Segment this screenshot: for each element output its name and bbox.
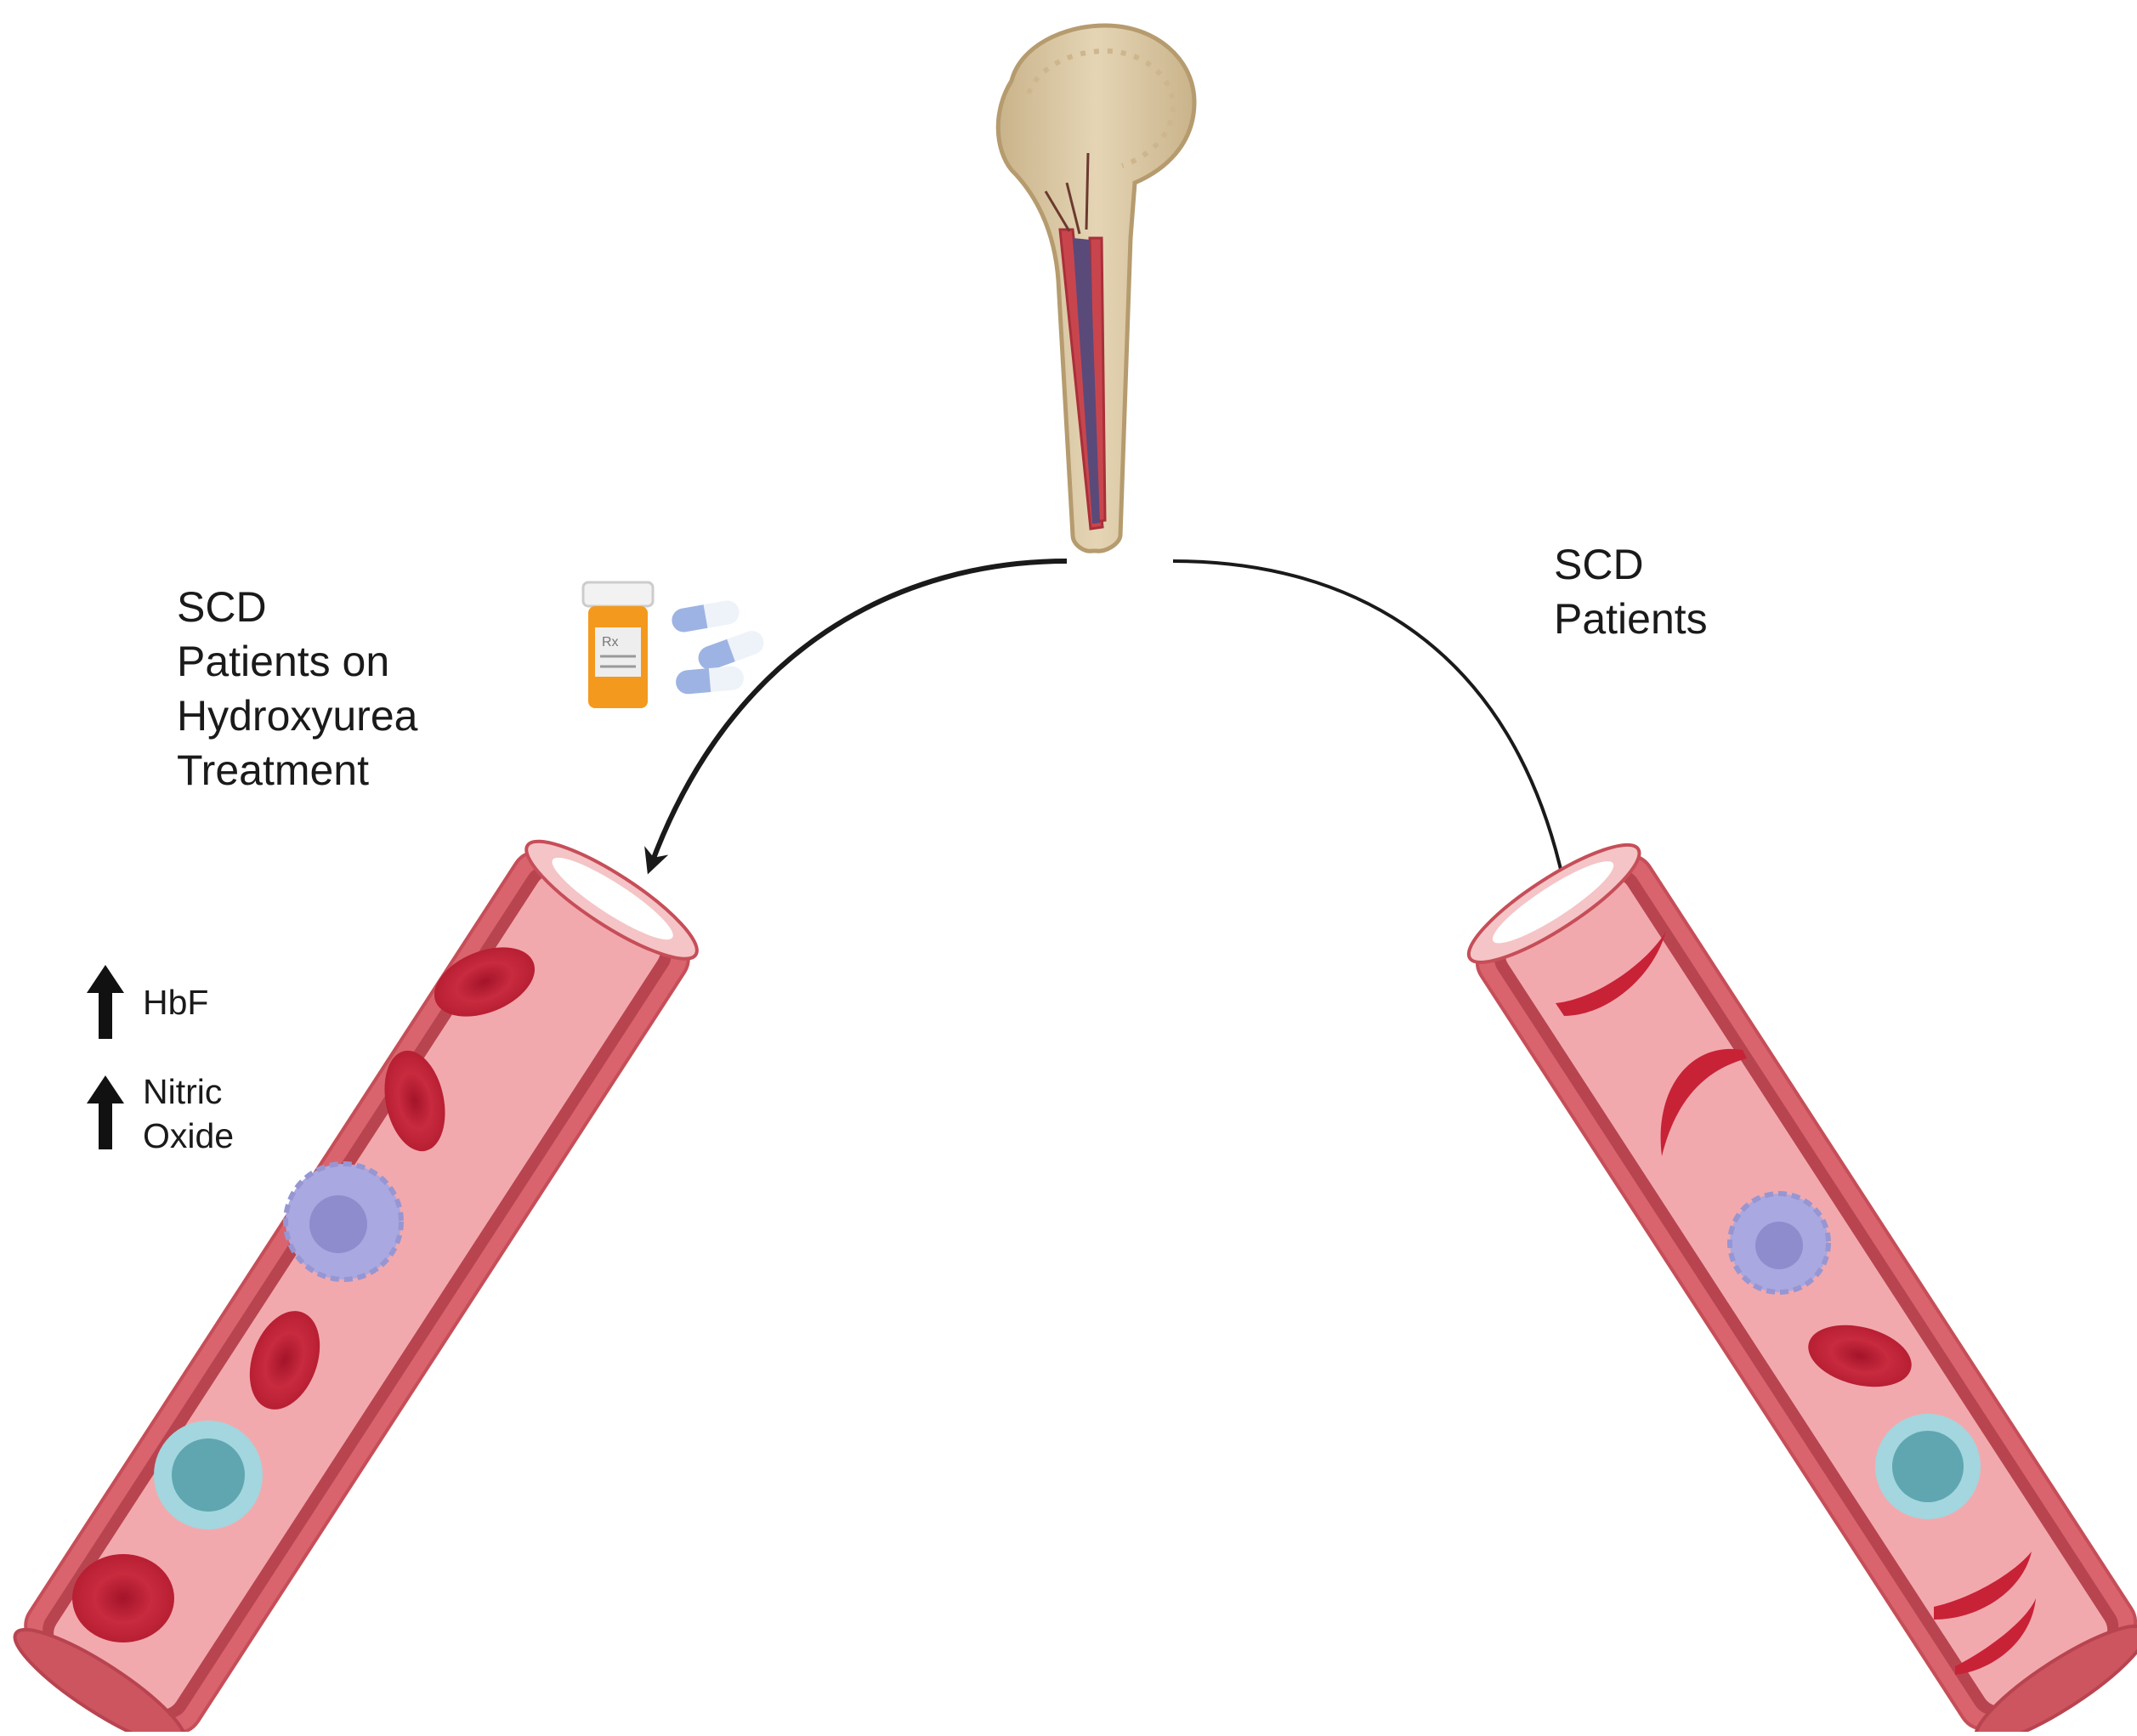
sickle-cell-icon <box>1556 931 2036 1675</box>
up-arrow-icon <box>87 1075 124 1149</box>
effect-line: Oxide <box>143 1116 235 1155</box>
red-blood-cell-icon <box>72 947 536 1642</box>
white-blood-cell-icon <box>283 1161 404 1282</box>
label-line: Patients <box>1554 595 1708 643</box>
label-line: Patients on <box>177 638 390 685</box>
white-blood-cell-icon <box>1727 1191 1831 1295</box>
label-line: Treatment <box>177 746 370 794</box>
effect-hbf: HbF <box>143 980 208 1024</box>
label-treated-group: SCD Patients on Hydroxyurea Treatment <box>177 580 417 797</box>
capsule-icon <box>672 600 764 695</box>
lymphocyte-icon <box>154 1421 263 1529</box>
effect-line: HbF <box>143 983 209 1022</box>
femur-bone-icon <box>995 23 1197 553</box>
red-blood-cell-icon <box>1808 1325 1912 1387</box>
effect-nitric-oxide: Nitric Oxide <box>143 1069 234 1158</box>
label-line: SCD <box>177 583 267 631</box>
up-arrow-icon <box>87 965 124 1039</box>
label-line: Hydroxyurea <box>177 692 418 740</box>
svg-text:Rx: Rx <box>602 635 619 650</box>
lymphocyte-icon <box>1875 1414 1981 1519</box>
arrow-to-treated <box>644 559 1068 875</box>
label-untreated-group: SCD Patients <box>1554 537 1708 646</box>
pill-bottle-icon: Rx <box>581 581 655 708</box>
effect-line: Nitric <box>143 1072 223 1111</box>
blood-vessel-untreated <box>1466 842 2137 1736</box>
blood-vessel-treated <box>13 839 699 1736</box>
label-line: SCD <box>1554 541 1644 588</box>
arrow-to-untreated <box>1172 559 1570 889</box>
